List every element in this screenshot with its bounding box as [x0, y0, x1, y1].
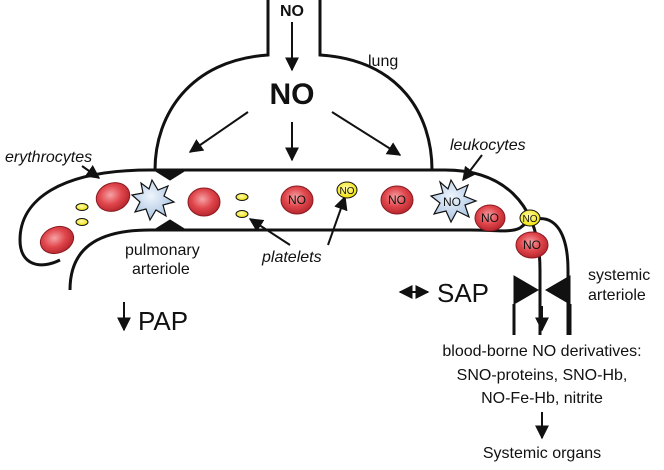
vessel-inner-wall [68, 217, 570, 335]
systemic-organs-label: Systemic organs [483, 445, 601, 462]
derivatives-label-line2: SNO-proteins, SNO-Hb, [457, 367, 628, 384]
arrows [81, 22, 549, 440]
lung-label: lung [368, 53, 398, 70]
erythrocyte-no-label: NO [288, 193, 306, 207]
erythrocyte [280, 185, 314, 215]
erythrocytes-label: erythrocytes [5, 149, 92, 166]
platelet [519, 209, 541, 227]
erythrocyte-no-label: NO [523, 238, 541, 252]
platelets-group [75, 181, 541, 227]
lung-arrow-left [188, 111, 249, 153]
erythrocyte [474, 204, 506, 232]
erythrocytes-group [39, 182, 549, 259]
platelet-no-label: NO [523, 214, 538, 225]
erythrocyte-no-label: NO [481, 211, 499, 225]
no-center-label: NO [270, 78, 315, 111]
platelets-label: platelets [261, 249, 322, 266]
leukocyte [130, 178, 176, 222]
systemic-sphincter-right [545, 275, 571, 305]
pulmonary-sphincter-bottom [152, 219, 188, 231]
platelet-no-label: NO [340, 186, 355, 197]
leukocyte [429, 178, 478, 224]
erythrocytes-arrow [81, 165, 101, 179]
erythrocyte [39, 225, 75, 255]
systemic-arteriole-label-line1: systemic [588, 267, 650, 284]
erythrocyte [380, 185, 414, 215]
sphincters [152, 169, 572, 335]
pap-label: PAP [138, 306, 188, 336]
leukocyte-no-label: NO [443, 195, 461, 209]
derivatives-label-line1: blood-borne NO derivatives: [442, 343, 641, 360]
platelet [235, 210, 249, 218]
pulmonary-arteriole-label-line2: arteriole [132, 261, 190, 278]
erythrocyte-no-label: NO [388, 193, 406, 207]
erythrocyte [95, 182, 131, 212]
erythrocyte [187, 187, 221, 217]
platelets-arrow-left [248, 218, 291, 246]
no-inlet-label: NO [280, 3, 304, 20]
systemic-arteriole-label-line2: arteriole [588, 287, 646, 304]
platelet-no-labels: NO NO [340, 186, 538, 225]
lung-dome [153, 0, 434, 171]
lung-structure [153, 0, 434, 171]
sap-label: SAP [437, 278, 489, 308]
leukocytes-label: leukocytes [450, 137, 526, 154]
leukocytes-arrow [462, 154, 483, 182]
platelets-arrow-right [327, 195, 348, 246]
derivatives-label-line3: NO-Fe-Hb, nitrite [481, 390, 603, 407]
erythrocyte [515, 231, 549, 259]
platelet [235, 193, 249, 201]
labels: NO lung NO erythrocytes leukocytes plate… [5, 3, 650, 462]
platelet [336, 181, 358, 199]
lung-arrow-right [331, 111, 402, 156]
erythrocyte-no-labels: NO NO NO NO [288, 193, 541, 252]
platelet [75, 218, 89, 226]
leukocytes-group [130, 178, 478, 224]
pulmonary-arteriole-label-line1: pulmonary [125, 242, 200, 259]
systemic-sphincter-left [513, 275, 539, 305]
platelet [75, 203, 89, 211]
pulmonary-sphincter-top [152, 169, 188, 181]
